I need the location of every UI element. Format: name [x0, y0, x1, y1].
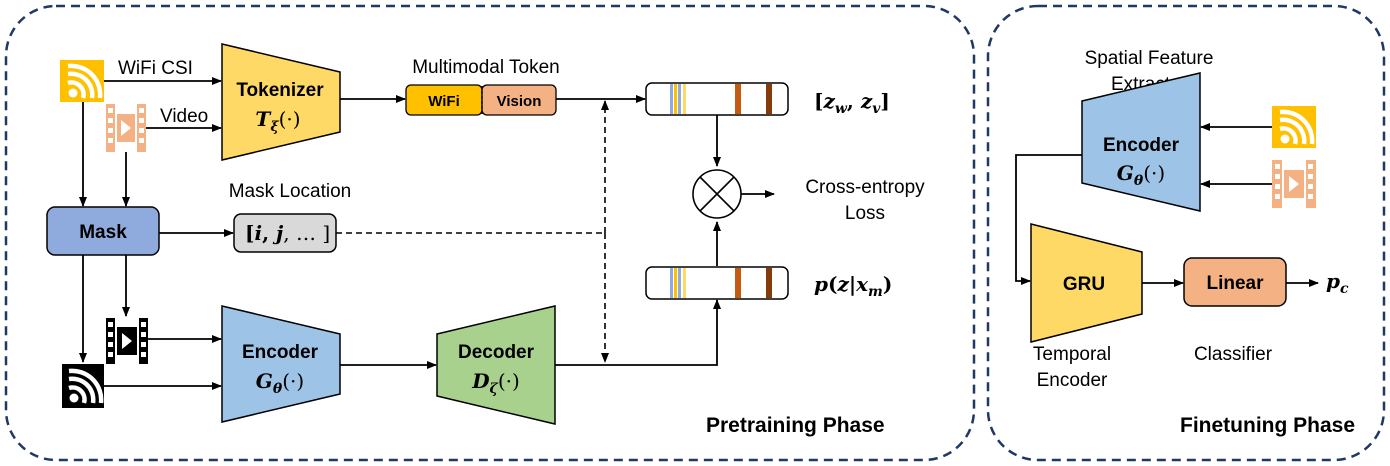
tokenizer-formula: Tξ(·): [255, 107, 300, 135]
multimodal-token-title: Multimodal Token: [412, 57, 560, 78]
mask-location-title: Mask Location: [229, 181, 352, 202]
multiply-circle-icon: [692, 169, 742, 219]
loss-label: Loss: [845, 203, 885, 224]
tokenizer-block: [221, 43, 341, 161]
gru-block: [1030, 223, 1143, 343]
decoder-label: Decoder: [458, 342, 535, 363]
wifi-csi-label: WiFi CSI: [118, 58, 193, 79]
vision-token-segment: [481, 84, 557, 116]
target-tokens-label: [zw, zv]: [814, 89, 890, 117]
finetuning-phase-label: Finetuning Phase: [1180, 414, 1355, 437]
pretraining-phase-label: Pretraining Phase: [706, 414, 885, 437]
temporal-encoder-label-line2: Encoder: [1037, 370, 1108, 391]
wifi-token-label: WiFi: [428, 93, 460, 110]
decoder-block: [436, 305, 556, 425]
encoder-to-gru-arrow: [1015, 154, 1082, 285]
masked-video-icon: [106, 318, 148, 364]
decoder-formula: Dζ(·): [471, 369, 520, 397]
finetune-video-icon: [1272, 160, 1316, 208]
decoder-to-predicted-arrow: [555, 299, 721, 366]
cross-entropy-label: Cross-entropy: [805, 177, 925, 198]
finetune-wifi-icon: [1272, 106, 1316, 148]
mask-label: Mask: [79, 222, 127, 243]
predicted-token-bar: [645, 266, 789, 300]
encoder-label: Encoder: [242, 342, 319, 363]
finetune-encoder-label: Encoder: [1103, 135, 1180, 156]
linear-block: [1183, 257, 1287, 307]
video-icon: [106, 104, 146, 152]
encoder-block: [221, 305, 341, 423]
output-label: pc: [1326, 269, 1349, 297]
tokenizer-label: Tokenizer: [236, 80, 324, 101]
vision-token-label: Vision: [497, 93, 542, 110]
mask-block: [46, 206, 160, 256]
classifier-label: Classifier: [1194, 344, 1273, 365]
finetuning-frame: [986, 4, 1386, 462]
video-label: Video: [160, 106, 208, 127]
linear-label: Linear: [1206, 273, 1264, 294]
gru-label: GRU: [1063, 274, 1105, 295]
spatial-extractor-title-line1: Spatial Feature: [1085, 48, 1214, 69]
predicted-tokens-label: p(z|xm): [814, 272, 892, 300]
temporal-encoder-label-line1: Temporal: [1033, 344, 1111, 365]
mask-location-value: [i, j, … ]: [245, 221, 330, 245]
masked-wifi-icon: [62, 364, 104, 408]
wifi-icon: [60, 60, 104, 102]
target-token-bar: [645, 82, 789, 116]
